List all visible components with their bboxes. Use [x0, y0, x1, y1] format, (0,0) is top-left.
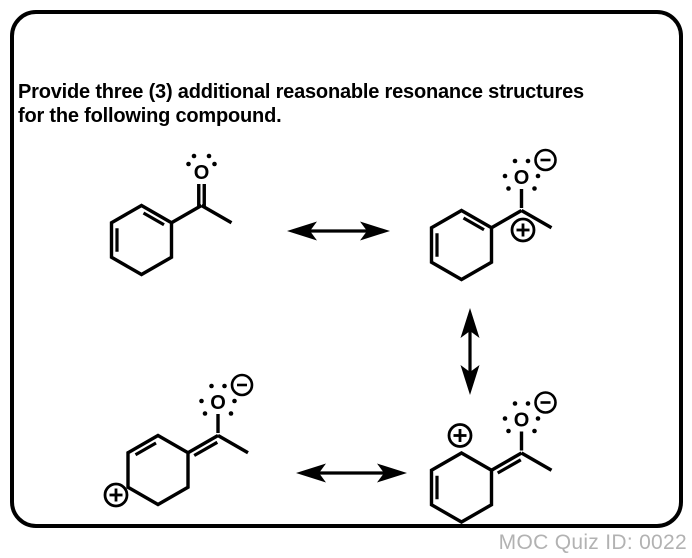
ring-double-bond-line	[462, 216, 485, 232]
exocyclic-double-bond-line	[496, 458, 522, 475]
oxygen-label: O	[514, 410, 530, 432]
cyclohexadiene-ring	[429, 208, 494, 282]
arrowhead-right	[377, 463, 407, 483]
resonance-arrow-vertical	[460, 308, 480, 395]
oxygen-label: O	[194, 162, 210, 184]
methyl-bond	[200, 204, 233, 225]
circled-minus-icon	[534, 391, 557, 414]
arrowhead-down	[460, 365, 480, 395]
ring-to-cation-bond	[490, 209, 523, 230]
question-text-line1: Provide three (3) additional reasonable …	[18, 81, 584, 103]
cyclohexene-ring	[429, 451, 494, 524]
oxygen-label: O	[210, 392, 226, 414]
exocyclic-double-bond-line	[490, 451, 523, 472]
lone-pair-dots	[199, 383, 237, 416]
methyl-bond	[217, 434, 249, 455]
methyl-bond	[520, 451, 553, 472]
circled-minus-icon	[534, 148, 557, 172]
resonance-arrow-top	[287, 221, 390, 241]
arrowhead-left	[296, 463, 326, 483]
question-text: Provide three (3) additional reasonable …	[18, 80, 674, 128]
ring-to-carbonyl-bond	[170, 204, 203, 225]
lone-pair-dots	[186, 153, 217, 167]
circled-plus-icon	[510, 217, 536, 243]
resonance-arrow-bottom	[296, 463, 407, 483]
quiz-id-watermark: MOC Quiz ID: 0022	[498, 531, 687, 554]
circled-minus-icon	[230, 373, 254, 397]
ring-double-bond-line	[142, 211, 165, 227]
lone-pair-dots	[502, 158, 541, 191]
molecule-bottom-right: O	[429, 391, 557, 524]
lone-pair-dots	[502, 401, 541, 434]
arrowhead-left	[287, 221, 317, 241]
exocyclic-double-bond-line	[187, 434, 219, 455]
methyl-bond	[520, 209, 553, 230]
arrowhead-right	[360, 221, 390, 241]
molecule-bottom-left: O	[103, 373, 254, 508]
oxygen-label: O	[514, 167, 530, 189]
ring-double-bond-line	[134, 441, 157, 457]
question-text-line2: for the following compound.	[18, 105, 282, 127]
cyclohexadiene-ring	[109, 203, 174, 277]
arrowhead-up	[460, 308, 480, 338]
circled-plus-icon	[447, 423, 473, 448]
exocyclic-double-bond-line	[193, 440, 219, 457]
molecule-top-right: O	[429, 148, 557, 282]
molecule-top-left: O	[109, 153, 233, 277]
rounded-border-frame	[10, 10, 683, 528]
circled-plus-icon	[103, 482, 129, 508]
cyclohexene-ring	[126, 433, 190, 507]
